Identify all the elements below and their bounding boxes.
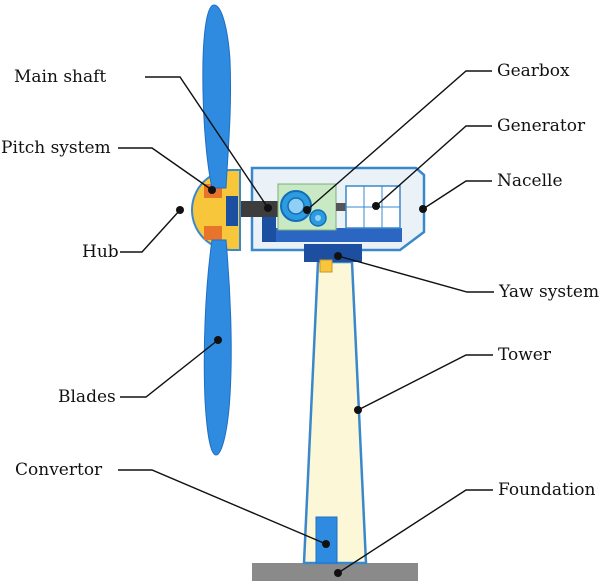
dot-pitch-system — [208, 186, 216, 194]
leader-convertor — [118, 469, 327, 545]
leader-pitch-system — [118, 147, 213, 191]
label-generator: Generator — [497, 116, 586, 136]
rotor-flange — [226, 196, 238, 226]
yaw-drive — [319, 259, 333, 273]
dot-main-shaft — [264, 204, 272, 212]
leader-dots — [176, 186, 427, 577]
dot-blades — [214, 336, 222, 344]
dot-foundation — [334, 569, 342, 577]
label-convertor: Convertor — [15, 460, 103, 480]
dot-hub — [176, 206, 184, 214]
gear-small-inner-icon — [315, 215, 321, 221]
gear-large-inner-icon — [287, 197, 305, 215]
leader-generator — [375, 125, 492, 207]
leader-tower — [357, 354, 493, 411]
generator-shaft — [336, 203, 346, 211]
label-gearbox: Gearbox — [497, 61, 570, 81]
dot-convertor — [322, 540, 330, 548]
pitch-actuator-bottom — [204, 226, 222, 240]
label-yaw-system: Yaw system — [499, 282, 600, 302]
dot-nacelle — [419, 205, 427, 213]
label-foundation: Foundation — [498, 480, 596, 500]
yaw-bearing — [304, 244, 362, 262]
dot-gearbox — [303, 206, 311, 214]
main-frame — [262, 228, 402, 242]
dot-generator — [372, 202, 380, 210]
leader-foundation — [337, 489, 493, 574]
main-shaft-bar — [238, 201, 278, 217]
leader-main-shaft — [145, 76, 269, 209]
label-tower: Tower — [498, 345, 551, 365]
leader-lines — [118, 70, 494, 574]
label-main-shaft: Main shaft — [14, 67, 107, 87]
convertor-box — [315, 516, 338, 564]
label-nacelle: Nacelle — [497, 171, 563, 191]
leader-blades — [120, 339, 219, 398]
leader-yaw-system — [337, 255, 494, 293]
leader-hub — [120, 209, 181, 253]
leader-gearbox — [306, 70, 492, 211]
bearing-support — [262, 210, 276, 242]
leader-nacelle — [422, 180, 492, 210]
label-pitch-system: Pitch system — [1, 138, 111, 158]
label-hub: Hub — [82, 242, 119, 262]
blade-lower — [203, 239, 232, 456]
dot-yaw-system — [334, 252, 342, 260]
label-blades: Blades — [58, 387, 116, 407]
blade-upper — [202, 4, 232, 189]
dot-tower — [354, 406, 362, 414]
